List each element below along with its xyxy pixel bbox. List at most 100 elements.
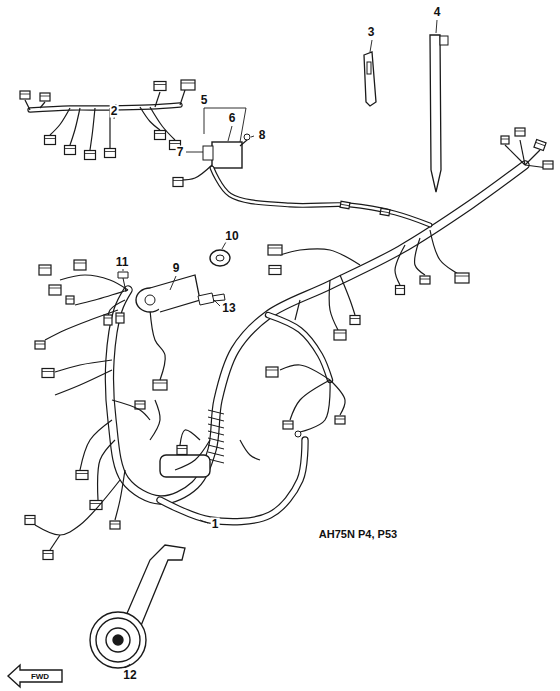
connector-plug bbox=[543, 161, 553, 169]
connector-plug bbox=[35, 341, 45, 349]
wire bbox=[55, 370, 112, 395]
sub-harness bbox=[30, 105, 180, 110]
wire bbox=[329, 280, 338, 330]
coil-wrap bbox=[208, 438, 224, 442]
connector-plug bbox=[85, 151, 96, 160]
connector-plug bbox=[420, 276, 430, 284]
switch-lead-fill bbox=[212, 168, 430, 225]
harness-lower-loop-fill bbox=[160, 440, 305, 522]
wire bbox=[35, 480, 120, 535]
callout-number: 2 bbox=[110, 105, 119, 118]
horn bbox=[96, 618, 140, 662]
connector-plug bbox=[20, 91, 30, 99]
connector-plug bbox=[283, 421, 293, 429]
leader-line bbox=[200, 520, 208, 523]
wire bbox=[70, 108, 80, 145]
screw bbox=[244, 134, 250, 140]
connector-plug bbox=[177, 446, 187, 455]
wire bbox=[50, 535, 60, 550]
leader-line bbox=[214, 300, 220, 306]
key-cap bbox=[210, 250, 230, 266]
connector-plug bbox=[501, 136, 509, 144]
wire bbox=[290, 380, 330, 420]
wire bbox=[25, 100, 30, 110]
wire bbox=[155, 92, 160, 107]
leader-line bbox=[251, 136, 254, 137]
wire bbox=[180, 165, 212, 180]
wire bbox=[295, 300, 300, 320]
ignition-switch-body bbox=[150, 275, 200, 312]
callout-number: 7 bbox=[176, 146, 185, 159]
connector-plug bbox=[455, 273, 469, 283]
leader-line bbox=[123, 269, 124, 271]
connector-plug bbox=[154, 82, 166, 91]
wire bbox=[180, 430, 200, 445]
wire bbox=[340, 275, 355, 315]
wire bbox=[50, 108, 70, 135]
coil-wrap bbox=[208, 445, 224, 449]
connector-plug bbox=[340, 201, 350, 208]
leader-line bbox=[125, 664, 130, 668]
model-code: AH75N P4, P53 bbox=[318, 528, 398, 541]
connector-plug bbox=[335, 416, 345, 424]
connector-plug bbox=[116, 313, 124, 323]
connector-plug bbox=[25, 516, 35, 525]
connector-plug bbox=[110, 521, 120, 529]
wire bbox=[40, 102, 45, 108]
wire bbox=[150, 107, 175, 140]
connector-plug bbox=[173, 178, 183, 187]
bolt bbox=[118, 272, 128, 292]
horn bbox=[113, 635, 123, 645]
wire bbox=[240, 440, 260, 460]
fwd-arrow bbox=[8, 665, 62, 687]
wire bbox=[330, 380, 345, 415]
leader-line bbox=[222, 242, 226, 249]
callout-number: 3 bbox=[367, 26, 376, 39]
leader-line bbox=[186, 152, 203, 153]
connector-plug bbox=[43, 551, 53, 560]
wire bbox=[430, 230, 460, 275]
connector-plug bbox=[268, 245, 282, 255]
wire bbox=[80, 420, 112, 470]
connector-plug bbox=[350, 316, 360, 325]
switch-lever bbox=[203, 146, 213, 160]
callout-number: 5 bbox=[200, 94, 209, 107]
harness-lower-loop bbox=[160, 440, 305, 522]
wire bbox=[280, 365, 330, 380]
connector-plug bbox=[515, 128, 525, 136]
connector-plug bbox=[45, 136, 56, 145]
connector-plug bbox=[42, 369, 54, 378]
cable-tie bbox=[430, 35, 441, 192]
clamp bbox=[364, 52, 376, 106]
wire bbox=[525, 150, 540, 165]
wire bbox=[300, 380, 330, 432]
ignition-lead bbox=[150, 310, 165, 380]
connector-plug bbox=[104, 315, 112, 325]
direction-label: FWD bbox=[30, 670, 50, 683]
wire bbox=[150, 400, 160, 440]
wire bbox=[112, 400, 150, 420]
wire bbox=[115, 470, 125, 520]
wire bbox=[55, 360, 112, 372]
callout-number: 10 bbox=[224, 230, 239, 243]
leader-line bbox=[204, 108, 246, 109]
sub-harness-fill bbox=[30, 105, 180, 110]
connector-plug bbox=[105, 149, 116, 158]
leader-line bbox=[370, 40, 372, 52]
connector-plug bbox=[76, 471, 88, 480]
leader-line bbox=[436, 20, 437, 33]
callout-number: 6 bbox=[228, 112, 237, 125]
connector-plug bbox=[266, 367, 278, 377]
callout-number: 12 bbox=[122, 669, 137, 682]
coil-wrap bbox=[208, 410, 224, 414]
connector-plug bbox=[269, 266, 281, 275]
screw-shank bbox=[240, 140, 247, 146]
wire bbox=[505, 145, 525, 165]
leader-line bbox=[240, 108, 246, 142]
wire bbox=[395, 245, 405, 285]
horn bbox=[106, 628, 130, 652]
callout-number: 1 bbox=[211, 518, 220, 531]
main-harness bbox=[109, 165, 525, 500]
coil-wrap bbox=[208, 424, 224, 428]
callout-number: 4 bbox=[433, 6, 442, 19]
